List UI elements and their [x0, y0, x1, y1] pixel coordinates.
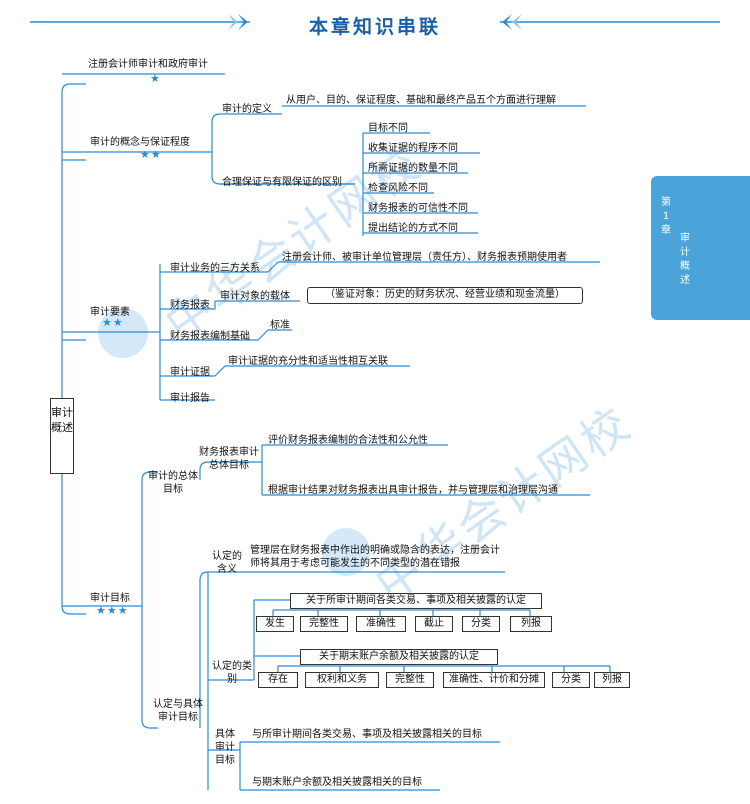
importance-stars: ★★ [140, 148, 162, 161]
chapter-tab [651, 176, 750, 320]
assertion-accuracy-valuation: 准确性、计价和分摊 [443, 672, 545, 688]
diff-item: 收集证据的程序不同 [368, 143, 458, 154]
text-three-parties: 注册会计师、被审计单位管理层（责任方）、财务报表预期使用者 [282, 252, 567, 263]
importance-stars: ★★ [102, 316, 124, 329]
chapter-name: 审计概述 [680, 233, 690, 286]
importance-stars: ★★★ [96, 604, 129, 617]
text-assertion-meaning: 管理层在财务报表中作出的明确或隐含的表达，注册会计师将其用于考虑可能发生的不同类… [250, 545, 500, 569]
node-assurance-difference: 合理保证与有限保证的区别 [222, 177, 342, 188]
text-definition: 从用户、目的、保证程度、基础和最终产品五个方面进行理解 [286, 95, 556, 106]
title-banner [30, 14, 720, 30]
node-audit-evidence: 审计证据 [170, 367, 210, 378]
diff-item: 所需证据的数量不同 [368, 163, 458, 174]
diff-item: 提出结论的方式不同 [368, 223, 458, 234]
assertion-presentation: 列报 [594, 672, 630, 688]
audit-object-note: （鉴证对象：历史的财务状况、经营业绩和现金流量） [307, 287, 583, 304]
assertion-classification: 分类 [462, 616, 500, 632]
assertion-existence: 存在 [258, 672, 298, 688]
node-assertion-meaning: 认定的含义 [212, 551, 242, 575]
text-goal-1: 评价财务报表编制的合法性和公允性 [268, 435, 428, 446]
node-audit-report: 审计报告 [170, 393, 210, 404]
assertion-rights-obligations: 权利和义务 [305, 672, 379, 688]
watermark-logo [322, 528, 370, 576]
root-node: 审计概述 [50, 398, 74, 474]
branch-audit-objectives: 审计目标 [90, 593, 130, 604]
assertion-occurrence: 发生 [256, 616, 294, 632]
assertion-completeness: 完整性 [300, 616, 348, 632]
assertion-presentation: 列报 [510, 616, 552, 632]
node-audit-object: 审计对象的载体 [220, 291, 290, 302]
text-standard: 标准 [270, 320, 290, 331]
page-title: 本章知识串联 [308, 16, 441, 38]
text-specific-1: 与所审计期间各类交易、事项及相关披露相关的目标 [252, 729, 482, 740]
branch-audit-elements: 审计要素 [90, 307, 130, 318]
assertion-completeness: 完整性 [386, 672, 434, 688]
branch-audit-concept: 审计的概念与保证程度 [90, 137, 190, 148]
chapter-number: 第1章 [661, 197, 671, 236]
text-specific-2: 与期末账户余额及相关披露相关的目标 [252, 777, 422, 788]
balances-assertions-header: 关于期末账户余额及相关披露的认定 [300, 649, 498, 665]
branch-cpa-vs-government: 注册会计师审计和政府审计 [88, 59, 208, 70]
node-framework: 财务报表编制基础 [170, 331, 250, 342]
node-assertion-categories: 认定的类别 [212, 661, 252, 685]
node-fs-overall-objective: 财务报表审计总体目标 [199, 447, 259, 471]
diff-item: 财务报表的可信性不同 [368, 203, 468, 214]
text-goal-2: 根据审计结果对财务报表出具审计报告，并与管理层和治理层沟通 [268, 485, 558, 496]
node-overall-objective: 审计的总体目标 [148, 471, 198, 495]
node-assertions-and-specific: 认定与具体审计目标 [153, 699, 203, 723]
assertion-cutoff: 截止 [415, 616, 453, 632]
diff-item: 检查风险不同 [368, 183, 428, 194]
assertion-classification: 分类 [552, 672, 590, 688]
node-audit-definition: 审计的定义 [222, 104, 272, 115]
transactions-assertions-header: 关于所审计期间各类交易、事项及相关披露的认定 [290, 593, 542, 609]
text-evidence: 审计证据的充分性和适当性相互关联 [228, 356, 388, 367]
diff-item: 目标不同 [368, 123, 408, 134]
assertion-accuracy: 准确性 [356, 616, 406, 632]
node-three-parties: 审计业务的三方关系 [170, 263, 260, 274]
watermark-logo [98, 308, 148, 358]
node-specific-objectives: 具体审计目标 [215, 729, 235, 766]
importance-stars: ★ [150, 72, 161, 85]
node-financial-statements: 财务报表 [170, 300, 210, 311]
